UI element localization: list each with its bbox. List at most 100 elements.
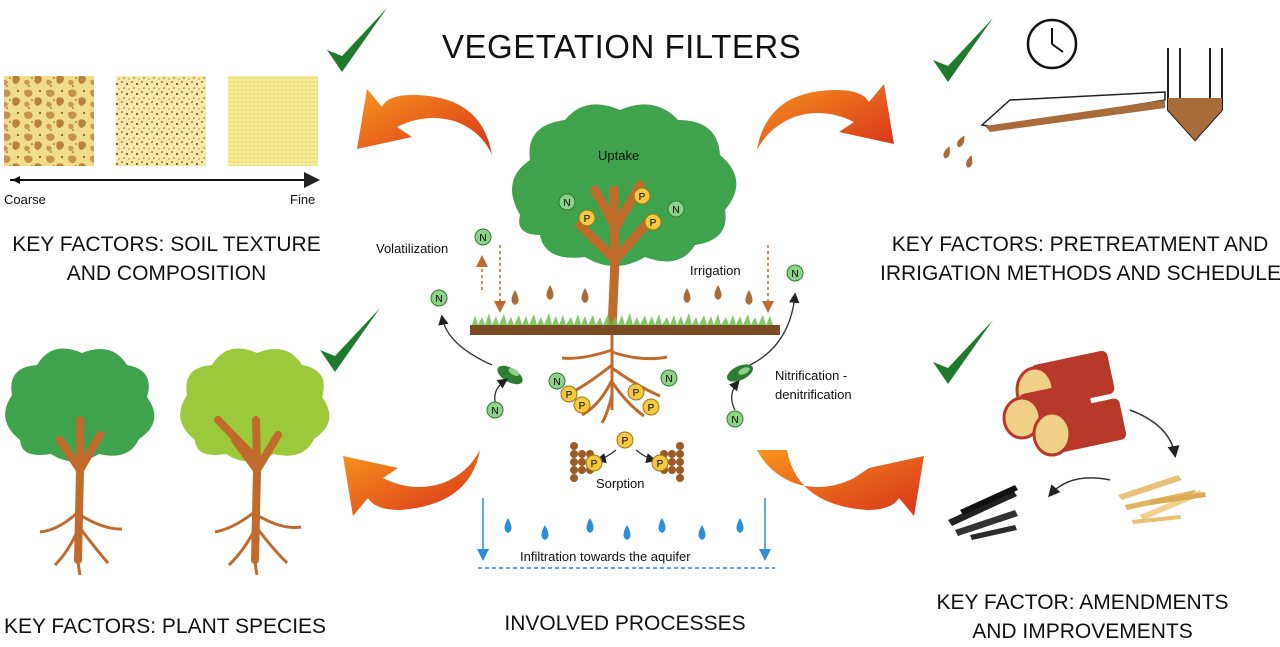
n-bubble: N [548,372,566,390]
p-bubble: P [616,431,634,449]
process-arrow-chips-to-biochar [1048,477,1111,498]
nitrification-line2: denitrification [775,387,852,402]
checkmark-icon-irrigation [933,18,993,82]
soil-sample-coarse [4,76,94,166]
curved-arrow-bottom-right [757,450,924,516]
biochar-icon [948,485,1018,540]
p-bubble: P [644,213,662,231]
key-factor-irrigation-line2: IRRIGATION METHODS AND SCHEDULE [880,262,1280,285]
irrigation-label: Irrigation [690,263,741,278]
ground-strip [470,313,780,335]
n-bubble: N [558,193,576,211]
soil-sample-medium [116,76,206,166]
n-bubble: N [486,401,504,419]
curved-arrow-top-left [357,89,492,155]
volatilization-label: Volatilization [376,241,449,256]
n-bubble: N [786,264,804,282]
n-bubble: N [726,410,744,428]
key-factor-irrigation: KEY FACTORS: PRETREATMENT AND IRRIGATION… [880,230,1280,288]
svg-text:P: P [633,388,640,399]
svg-text:N: N [672,205,679,216]
n-bubble: N [430,289,448,307]
key-factor-amendments: KEY FACTOR: AMENDMENTS AND IMPROVEMENTS [925,588,1240,646]
key-factor-amendments-line1: KEY FACTOR: AMENDMENTS [936,591,1229,614]
key-factor-irrigation-line1: KEY FACTORS: PRETREATMENT AND [891,233,1269,256]
svg-text:N: N [563,198,570,209]
sorption-arrow-right [635,449,657,464]
irrigation-channel [980,91,1166,132]
svg-text:P: P [639,192,646,203]
p-bubble: P [627,383,645,401]
sorption-label: Sorption [596,476,645,491]
settling-tank [1167,48,1223,142]
svg-text:P: P [584,214,591,225]
p-bubble: P [560,385,578,403]
sludge-drops [943,135,973,168]
checkmark-icon-amendments [933,320,993,384]
irrigation-drops [511,285,753,305]
n-bubble: N [474,228,492,246]
svg-text:N: N [553,377,560,388]
checkmark-icon-plants [320,308,380,372]
svg-text:P: P [591,459,598,470]
logs-icon [1002,350,1127,457]
checkmark-icon-soil [327,8,387,72]
svg-text:N: N [731,415,738,426]
key-factor-soil: KEY FACTORS: SOIL TEXTURE AND COMPOSITIO… [4,230,329,288]
tree-dark-green [5,348,155,576]
central-tree [512,104,737,333]
svg-text:N: N [665,374,672,385]
p-bubble: P [633,187,651,205]
key-factor-soil-line1: KEY FACTORS: SOIL TEXTURE [12,233,321,256]
p-bubble: P [585,454,603,472]
svg-text:N: N [791,269,798,280]
svg-text:P: P [650,218,657,229]
bacteria-left [497,365,523,385]
involved-processes-label: INVOLVED PROCESSES [504,612,746,635]
soil-sample-fine [228,76,318,166]
amendments-panel [948,350,1206,540]
key-factor-plants: KEY FACTORS: PLANT SPECIES [3,615,327,638]
page-title: VEGETATION FILTERS [442,28,802,65]
cycle-arrow-right [749,292,800,366]
svg-text:P: P [648,403,655,414]
water-drops [504,518,744,540]
key-factor-soil-line2: AND COMPOSITION [66,262,267,285]
svg-text:N: N [435,294,442,305]
fine-label: Fine [290,192,316,207]
svg-text:N: N [491,406,498,417]
cycle-arrow-lower-right [728,380,740,411]
sorption-particles-left [570,442,594,482]
n-bubble: N [660,369,678,387]
nutrient-bubbles: N P P P N N N N N P P P P N N N P P P [430,187,804,472]
svg-text:P: P [622,436,629,447]
p-bubble: P [651,454,669,472]
p-bubble: P [573,396,591,414]
cycle-arrow-lower-left [494,378,509,406]
nitrification-line1: Nitrification - [775,368,848,383]
plant-species-panel [5,348,330,576]
svg-text:P: P [566,390,573,401]
curved-arrow-bottom-left [343,450,480,516]
irrigation-panel [943,18,1223,168]
p-bubble: P [642,398,660,416]
cycle-arrow-left [438,314,493,366]
key-factor-amendments-line2: AND IMPROVEMENTS [972,620,1193,643]
coarse-label: Coarse [4,192,46,207]
infiltration-label: Infiltration towards the aquifer [520,549,691,564]
uptake-label: Uptake [598,148,640,163]
curved-arrow-top-right [757,84,894,150]
svg-text:N: N [479,233,486,244]
nitrification-label: Nitrification - denitrification [775,366,852,404]
bacteria-right [726,364,754,382]
wood-chips-icon [1118,475,1206,524]
p-bubble: P [578,209,596,227]
svg-text:P: P [657,459,664,470]
soil-texture-panel [4,76,320,188]
process-arrow-logs-to-chips [1129,409,1180,458]
n-bubble: N [667,200,685,218]
svg-text:P: P [579,401,586,412]
clock-icon [1026,18,1078,70]
tree-light-green [180,348,330,576]
